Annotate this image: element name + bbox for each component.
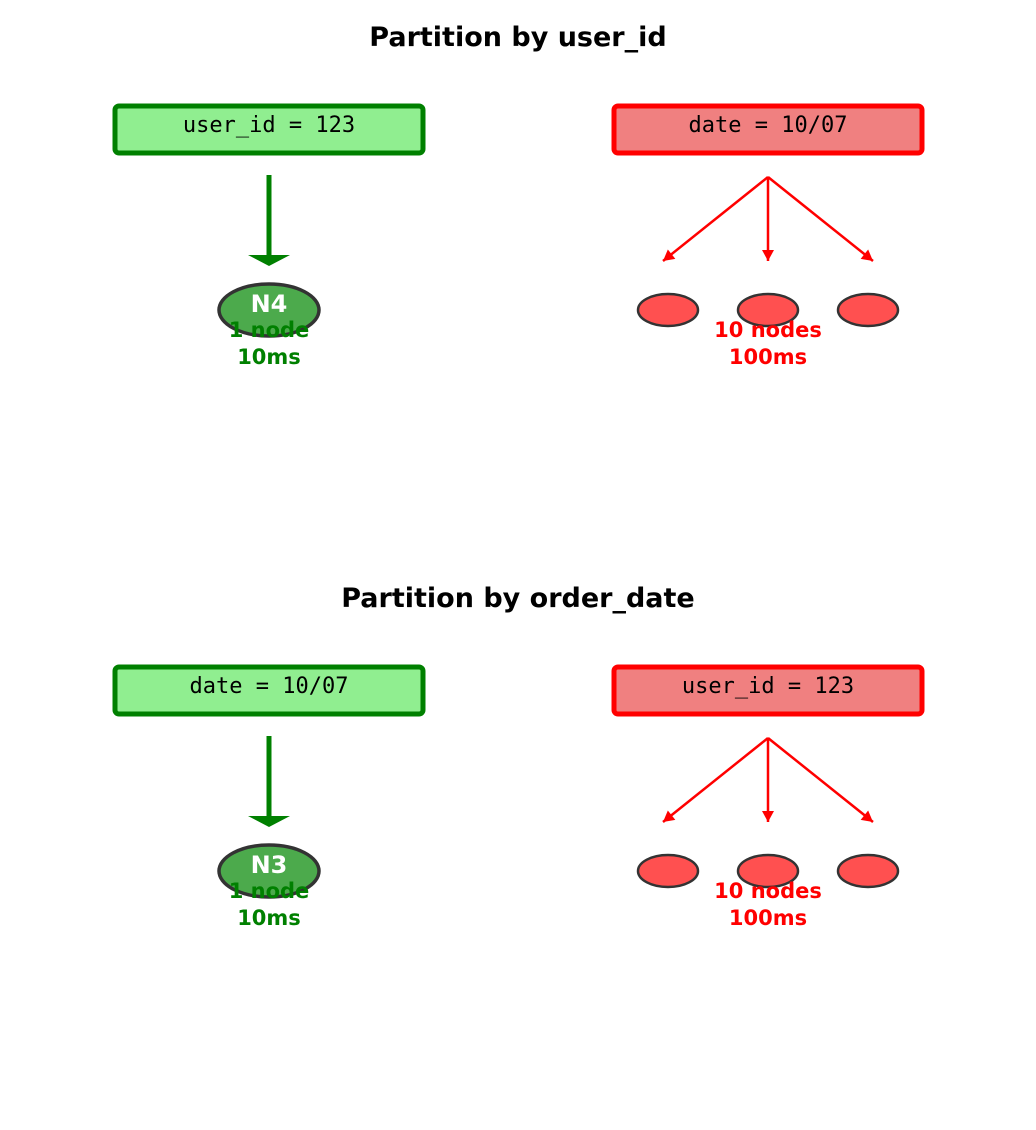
- bad-query-box: [611, 103, 925, 156]
- bad-query-text: user_id = 123: [682, 674, 854, 699]
- good-query-text: date = 10/07: [190, 674, 349, 699]
- fanout-arrow-head: [762, 811, 774, 822]
- target-node-label: N4: [251, 290, 288, 318]
- target-node: [217, 282, 321, 338]
- bad-latency: 100ms: [729, 906, 807, 930]
- good-query-text: user_id = 123: [183, 113, 355, 138]
- scatter-node: [736, 292, 800, 328]
- scatter-node: [836, 292, 900, 328]
- panel-title: Partition by order_date: [341, 583, 695, 614]
- scatter-node: [636, 292, 700, 328]
- good-latency: 10ms: [237, 906, 301, 930]
- fanout-arrow-head: [663, 810, 676, 822]
- good-query-box: [112, 664, 426, 717]
- fanout-arrow: [662, 176, 769, 262]
- scatter-node: [736, 853, 800, 889]
- fanout-arrow-head: [663, 249, 676, 261]
- good-nodes-count: 1 node: [229, 879, 310, 903]
- target-node-label: N3: [251, 851, 288, 879]
- bad-latency: 100ms: [729, 345, 807, 369]
- fanout-arrow: [767, 737, 874, 823]
- bad-nodes-count: 10 nodes: [714, 879, 822, 903]
- fanout-arrow-head: [860, 810, 873, 822]
- panel-title: Partition by user_id: [369, 22, 666, 53]
- fanout-arrow-head: [860, 249, 873, 261]
- good-latency: 10ms: [237, 345, 301, 369]
- good-nodes-count: 1 node: [229, 318, 310, 342]
- fanout-arrow-head: [762, 250, 774, 261]
- fanout-arrow: [662, 737, 769, 823]
- bad-query-text: date = 10/07: [689, 113, 848, 138]
- good-arrow-head: [248, 255, 290, 266]
- bad-nodes-count: 10 nodes: [714, 318, 822, 342]
- scatter-node: [636, 853, 700, 889]
- good-arrow-head: [248, 816, 290, 827]
- fanout-arrow: [767, 176, 874, 262]
- good-query-box: [112, 103, 426, 156]
- target-node: [217, 843, 321, 899]
- bad-query-box: [611, 664, 925, 717]
- scatter-node: [836, 853, 900, 889]
